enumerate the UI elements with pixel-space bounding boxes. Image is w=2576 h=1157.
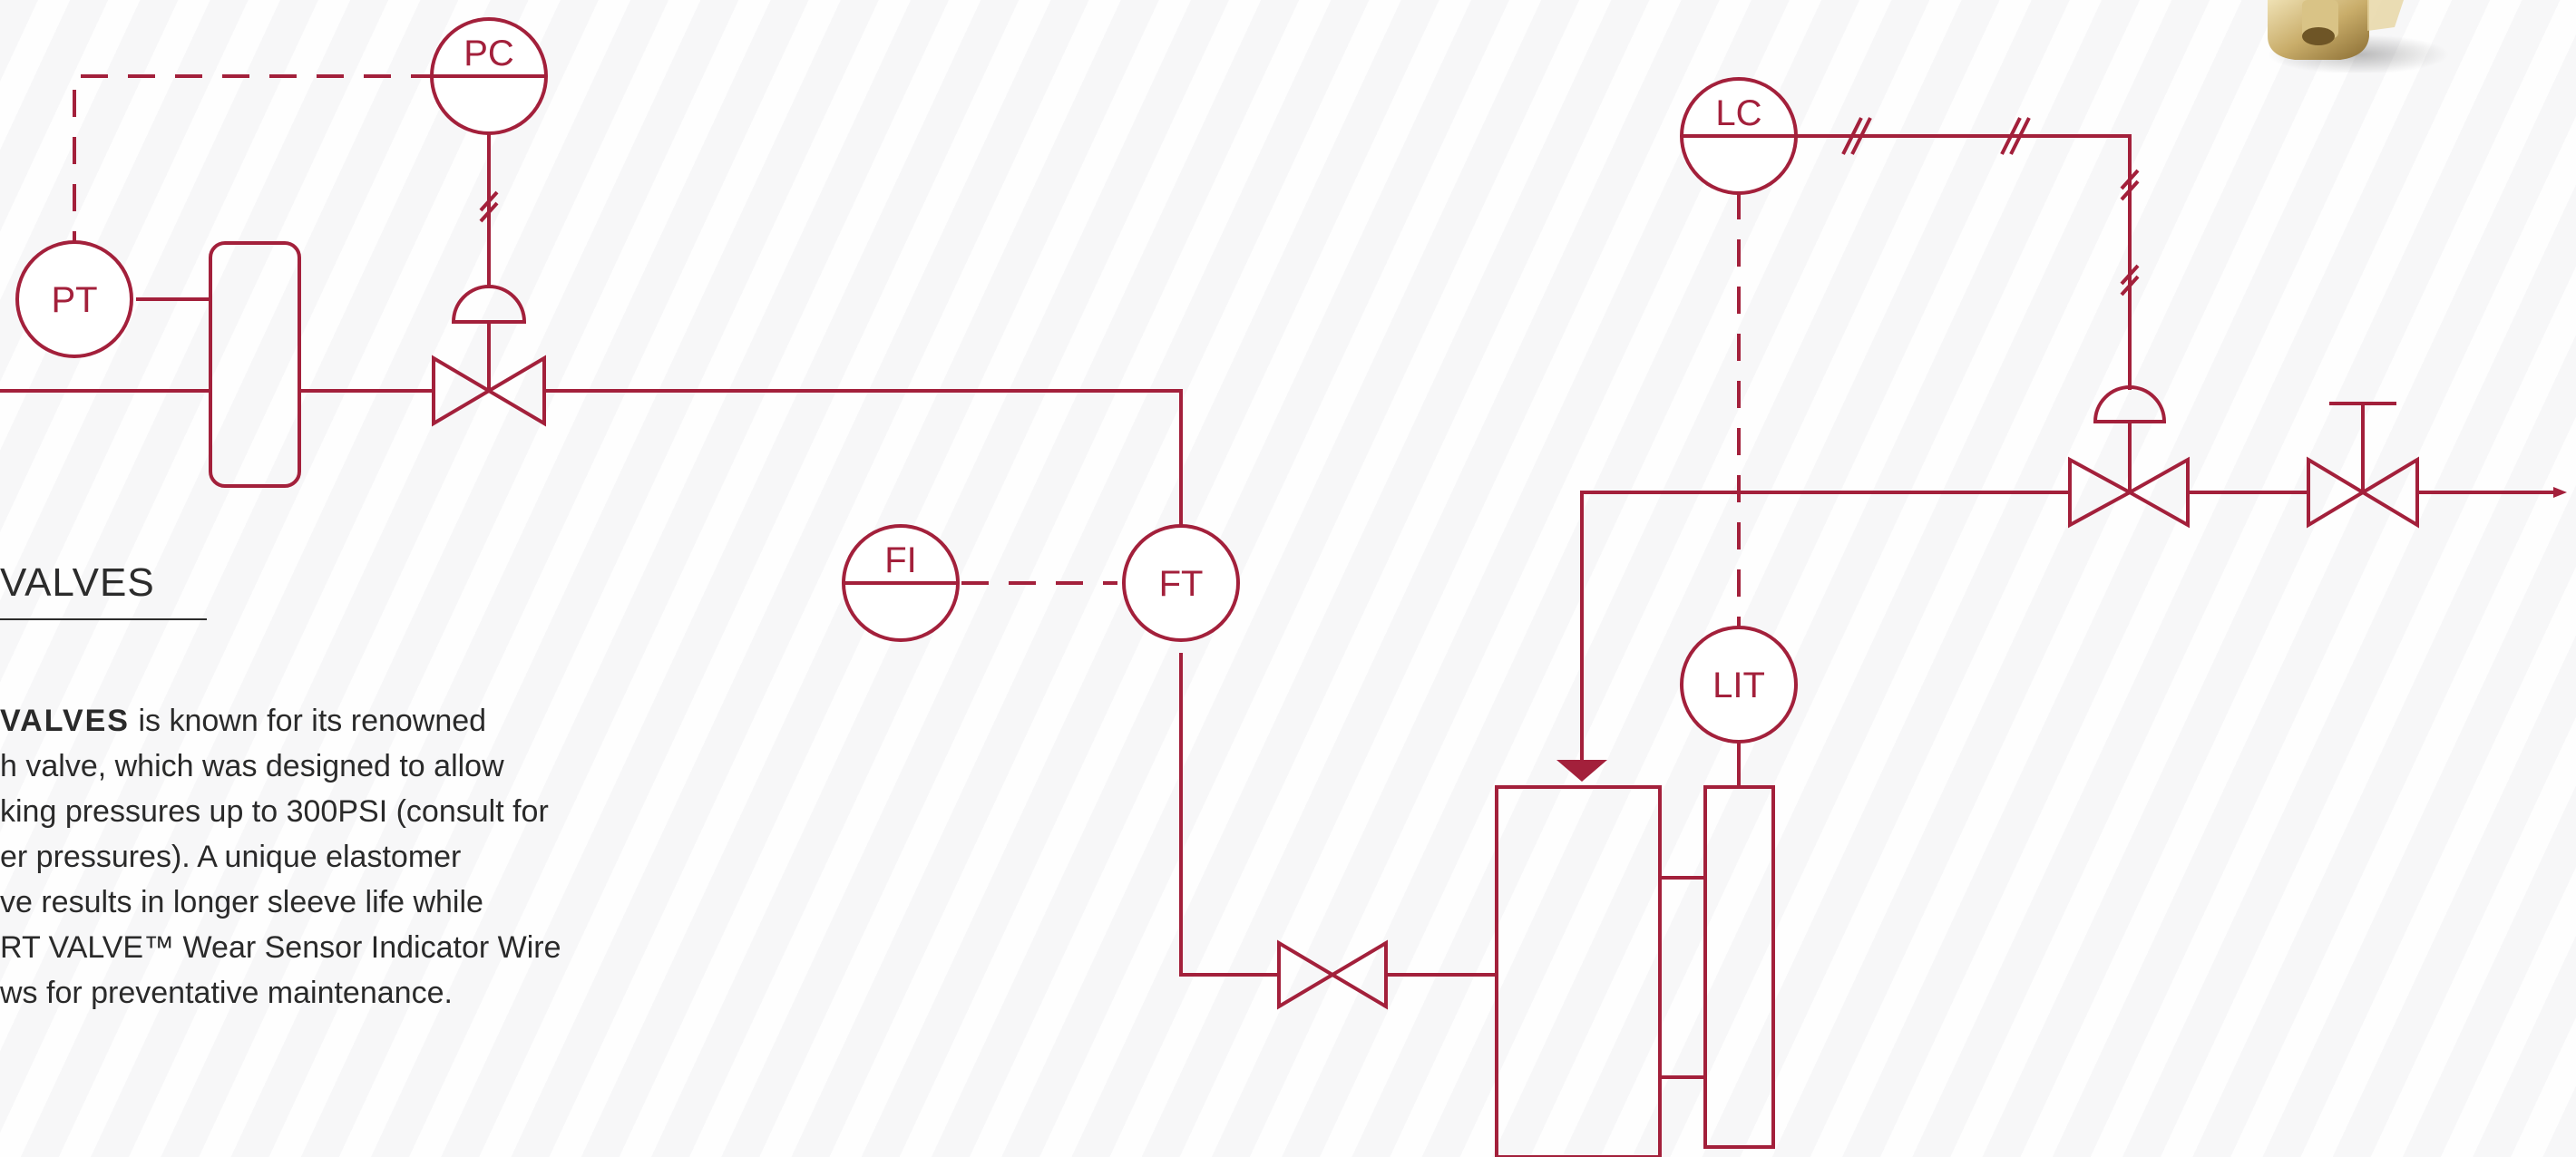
ft-label: FT <box>1159 564 1204 604</box>
lit-instrument: LIT <box>1680 626 1798 744</box>
process-tank <box>1495 785 1662 1157</box>
section-body: VALVES is known for its renowned h valve… <box>0 698 780 1016</box>
section-heading-text: VALVES <box>0 560 155 605</box>
ft-instrument: FT <box>1122 524 1240 642</box>
level-control-valve <box>2068 385 2190 529</box>
pressure-control-valve <box>432 285 546 427</box>
valve-product-photo <box>2259 0 2449 74</box>
outlet-manual-valve <box>2307 402 2419 529</box>
separator-vessel <box>209 241 301 488</box>
tank-feed-line <box>1580 491 2070 766</box>
level-gauge-column <box>1703 785 1775 1149</box>
fi-instrument: FI <box>842 524 960 642</box>
lc-link-slash-1 <box>1841 117 1872 155</box>
body-line: h valve, which was designed to allow <box>0 744 780 789</box>
pt-label: PT <box>51 280 97 320</box>
body-line: VALVES is known for its renowned <box>0 698 780 744</box>
lc-instrument: LC <box>1680 77 1798 195</box>
body-line: ve results in longer sleeve life while <box>0 880 780 925</box>
body-line-text: is known for its renowned <box>130 704 487 738</box>
body-line-text: h valve, which was designed to allow <box>0 749 504 783</box>
pc-instrument: PC <box>430 17 548 135</box>
body-line-bold: VALVES <box>0 704 130 738</box>
body-line: ws for preventative maintenance. <box>0 970 780 1016</box>
body-line: RT VALVE™ Wear Sensor Indicator Wire <box>0 925 780 970</box>
tank-inlet-valve <box>1277 939 1388 1010</box>
lc-link-slash-4 <box>2120 264 2140 297</box>
pc-link-slash <box>479 190 499 223</box>
fi-label: FI <box>884 540 917 580</box>
lc-valve-link <box>1794 134 2132 390</box>
lc-link-slash-3 <box>2120 169 2140 201</box>
tank-inlet-arrow <box>1556 760 1607 782</box>
pc-pt-signal-line <box>73 74 434 258</box>
lit-label: LIT <box>1712 666 1765 705</box>
body-line: king pressures up to 300PSI (consult for <box>0 789 780 834</box>
body-line-text: king pressures up to 300PSI (consult for <box>0 794 549 829</box>
outlet-arrow <box>2553 487 2567 498</box>
pt-instrument: PT <box>15 240 133 358</box>
body-line-text: ve results in longer sleeve life while <box>0 885 483 919</box>
body-line-text: RT VALVE™ Wear Sensor Indicator Wire <box>0 930 561 965</box>
ft-down-line <box>1179 653 1279 977</box>
section-heading: VALVES <box>0 560 207 620</box>
pc-label: PC <box>463 34 514 73</box>
body-line-text: ws for preventative maintenance. <box>0 976 453 1010</box>
body-line: er pressures). A unique elastomer <box>0 834 780 880</box>
main-process-line <box>544 389 1183 549</box>
lc-link-slash-2 <box>2000 117 2031 155</box>
lc-label: LC <box>1715 93 1761 133</box>
body-line-text: er pressures). A unique elastomer <box>0 840 462 874</box>
